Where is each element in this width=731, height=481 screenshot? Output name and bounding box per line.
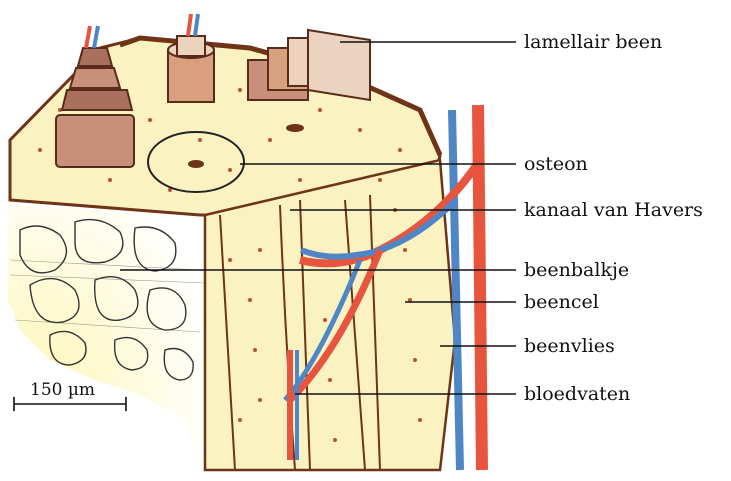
scale-bar-label: 150 µm: [30, 380, 95, 400]
cut-face: [205, 160, 455, 470]
osteon-cylinder: [168, 14, 214, 102]
label-lamellair-been: lamellair been: [524, 31, 662, 53]
label-beenvlies: beenvlies: [524, 335, 615, 357]
spongy-bone: [8, 205, 208, 470]
label-bloedvaten: bloedvaten: [524, 383, 630, 405]
label-osteon: osteon: [524, 153, 588, 175]
label-beencel: beencel: [524, 291, 599, 313]
label-kanaal-van-havers: kanaal van Havers: [524, 199, 703, 221]
label-beenbalkje: beenbalkje: [524, 259, 629, 281]
lamellar-blocks: [248, 30, 370, 100]
